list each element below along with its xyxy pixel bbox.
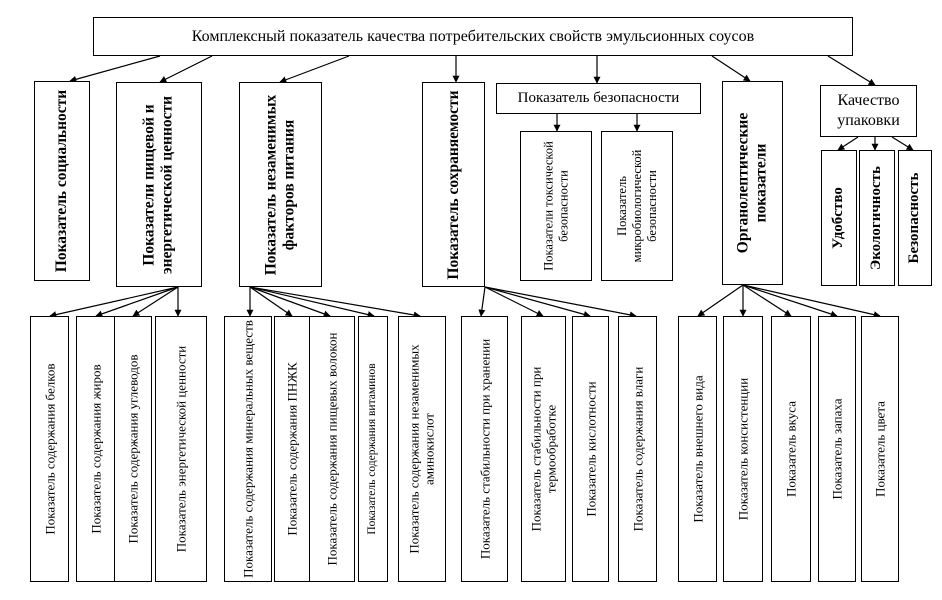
- node-energy: Показатель энергетической ценности: [155, 316, 207, 582]
- node-fibers-label: Показатель содержания пищевых волокон: [324, 332, 340, 566]
- node-preservation: Показатель сохраняемости: [422, 82, 485, 287]
- node-social-label: Показатель социальности: [52, 89, 70, 273]
- node-packaging: Качество упаковки: [820, 85, 917, 137]
- node-thermal: Показатель стабильности при термообработ…: [521, 316, 566, 582]
- arrow-to-color: [742, 284, 881, 319]
- arrow-to-acidity: [484, 286, 591, 318]
- node-minerals: Показатель содержания минеральных вещест…: [224, 316, 272, 582]
- arrow-to-amino: [249, 286, 421, 319]
- node-organoleptic-label: Органолептические показатели: [734, 112, 770, 254]
- node-organoleptic: Органолептические показатели: [722, 81, 783, 285]
- arrow-to-convenience: [837, 136, 859, 151]
- node-vitamins: Показатель содержания витаминов: [358, 316, 388, 582]
- node-storage: Показатель стабильности при хранении: [461, 316, 508, 582]
- node-taste-label: Показатель вкуса: [783, 401, 799, 497]
- arrow-to-thermal: [484, 286, 544, 317]
- node-essential: Показатель незаменимых факторов питания: [239, 82, 322, 287]
- node-convenience: Удобство: [821, 150, 857, 286]
- node-proteins: Показатель содержания белков: [30, 316, 69, 582]
- node-convenience-label: Удобство: [830, 187, 847, 249]
- node-smell: Показатель запаха: [818, 316, 856, 582]
- node-taste: Показатель вкуса: [771, 316, 811, 582]
- node-carbs: Показатель содержания углеводов: [114, 316, 152, 582]
- node-toxic-safety-label: Показатели токсической безопасности: [541, 141, 570, 271]
- node-pufa-label: Показатель содержания ПНЖК: [284, 362, 300, 536]
- node-color-label: Показатель цвета: [872, 401, 888, 497]
- node-fibers: Показатель содержания пищевых волокон: [309, 316, 355, 582]
- arrow-to-nutrition: [159, 55, 213, 83]
- node-pack-safety: Безопасность: [898, 150, 932, 286]
- node-pack-safety-label: Безопасность: [906, 172, 923, 264]
- arrow-to-organoleptic: [711, 55, 751, 82]
- node-storage-label: Показатель стабильности при хранении: [476, 338, 492, 560]
- arrow-to-fats: [95, 286, 179, 318]
- arrow-to-social: [69, 55, 161, 83]
- node-carbs-label: Показатель содержания углеводов: [125, 354, 141, 544]
- node-proteins-label: Показатель содержания белков: [41, 363, 57, 535]
- node-essential-label: Показатель незаменимых факторов питания: [262, 94, 298, 275]
- arrow-to-carbs: [132, 286, 179, 317]
- arrow-to-smell: [742, 284, 838, 318]
- root-title: Комплексный показатель качества потребит…: [191, 27, 755, 45]
- node-fats: Показатель содержания жиров: [76, 316, 115, 582]
- node-consistency-label: Показатель консистенции: [735, 377, 751, 521]
- node-amino: Показатель содержания незаменимых аминок…: [398, 316, 446, 582]
- node-acidity-label: Показатель кислотности: [582, 381, 598, 517]
- node-ecology-label: Экологичность: [868, 166, 885, 270]
- arrow-to-vitamins: [249, 286, 375, 318]
- node-vitamins-label: Показатель содержания витаминов: [366, 363, 379, 535]
- root-title-box: Комплексный показатель качества потребит…: [93, 17, 853, 56]
- node-ecology: Экологичность: [859, 150, 895, 286]
- arrow-to-taste: [742, 284, 792, 317]
- arrow-to-storage: [478, 286, 486, 317]
- node-appearance: Показатель внешнего вида: [678, 316, 717, 582]
- node-moisture-label: Показатель содержания влаги: [629, 366, 645, 532]
- node-amino-label: Показатель содержания незаменимых аминок…: [406, 344, 437, 554]
- node-minerals-label: Показатель содержания минеральных вещест…: [240, 320, 256, 578]
- arrow-to-moisture: [484, 286, 637, 319]
- node-appearance-label: Показатель внешнего вида: [689, 375, 705, 523]
- node-consistency: Показатель консистенции: [723, 316, 763, 582]
- node-packaging-label: Качество упаковки: [837, 92, 900, 129]
- arrow-to-fibers: [249, 286, 331, 318]
- node-safety-label: Показатель безопасности: [517, 90, 680, 106]
- node-preservation-label: Показатель сохраняемости: [444, 89, 462, 280]
- node-nutrition: Показатели пищевой и энергетической ценн…: [116, 82, 202, 287]
- node-pufa: Показатель содержания ПНЖК: [274, 316, 310, 582]
- arrow-to-pack-safety: [891, 136, 914, 151]
- node-acidity: Показатель кислотности: [572, 316, 609, 582]
- node-nutrition-label: Показатели пищевой и энергетической ценн…: [140, 95, 176, 274]
- arrow-to-pufa: [249, 286, 293, 317]
- node-energy-label: Показатель энергетической ценности: [173, 345, 189, 553]
- node-thermal-label: Показатель стабильности при термообработ…: [528, 366, 559, 532]
- node-fats-label: Показатель содержания жиров: [87, 364, 103, 534]
- node-social: Показатель социальности: [34, 81, 90, 281]
- node-micro-safety: Показатель микробиологической безопаснос…: [601, 131, 673, 281]
- node-smell-label: Показатель запаха: [829, 398, 845, 500]
- node-moisture: Показатель содержания влаги: [618, 316, 657, 582]
- arrow-to-appearance: [697, 284, 744, 317]
- node-micro-safety-label: Показатель микробиологической безопаснос…: [614, 149, 659, 263]
- arrow-to-packaging: [827, 55, 876, 86]
- arrow-to-essential: [279, 55, 350, 84]
- arrow-to-proteins: [49, 286, 179, 319]
- node-toxic-safety: Показатели токсической безопасности: [520, 131, 592, 281]
- node-safety: Показатель безопасности: [496, 83, 701, 114]
- node-color: Показатель цвета: [861, 316, 899, 582]
